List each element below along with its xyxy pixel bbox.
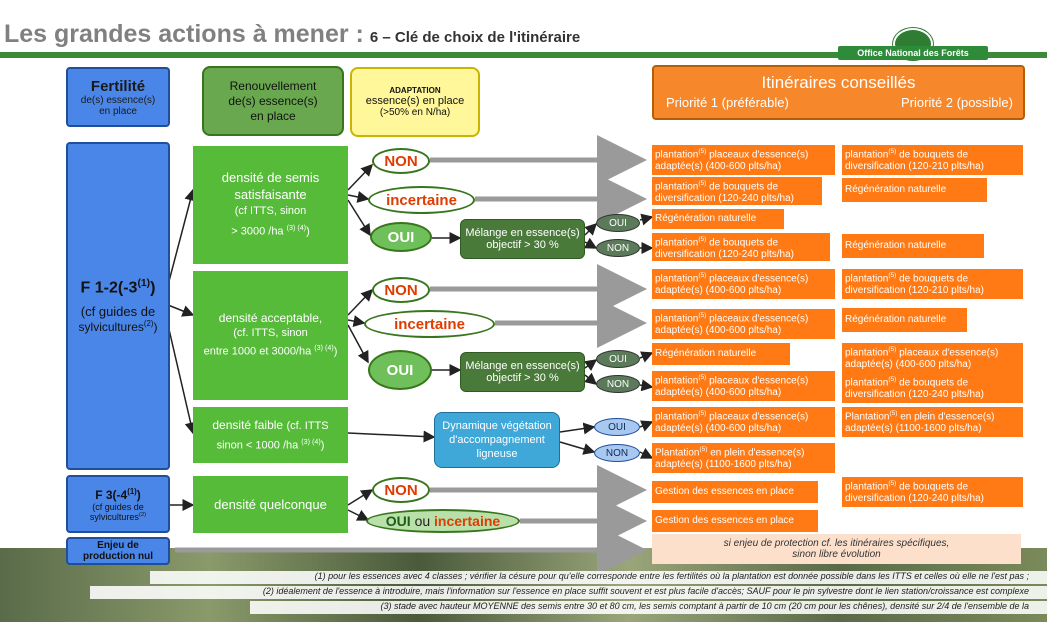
mini-oui-1: OUI [596, 214, 640, 232]
outcome-p1-row11: Gestion des essences en place [652, 481, 818, 503]
mini-non-1: NON [596, 239, 640, 257]
dynamique-vegetation-box: Dynamique végétation d'accompagnement li… [434, 412, 560, 468]
renouvellement-header: Renouvellement de(s) essence(s) en place [202, 66, 344, 136]
onf-logo: Office National des Forêts [838, 28, 988, 60]
black-connectors [167, 163, 654, 521]
outcome-p2-row3: Régénération naturelle [842, 234, 984, 258]
enjeu-production-nul-box: Enjeu de production nul [66, 537, 170, 565]
itineraires-header: Itinéraires conseillés Priorité 1 (préfé… [652, 65, 1025, 120]
page-title: Les grandes actions à mener :6 – Clé de … [4, 20, 581, 48]
oval-non-3: NON [372, 477, 430, 503]
adaptation-header: ADAPTATION essence(s) en place (>50% en … [350, 67, 480, 137]
outcome-p2-row5: Régénération naturelle [842, 308, 967, 332]
outcome-p2-row4: plantation(5) de bouquets de diversifica… [842, 269, 1023, 299]
density-faible-box: densité faible (cf. ITTS sinon < 1000 /h… [193, 407, 348, 463]
oval-incertaine: incertaine [368, 186, 475, 214]
outcome-p1-row1: plantation(5) placeaux d'essence(s) adap… [652, 145, 835, 175]
density-satisfaisante-box: densité de semis satisfaisante (cf ITTS,… [193, 146, 348, 264]
outcome-p1-row6: plantation(5) placeaux d'essence(s) adap… [652, 309, 835, 339]
mini-oui-2: OUI [596, 350, 640, 368]
mini-non-3: NON [594, 444, 640, 462]
mini-non-2: NON [596, 375, 640, 393]
priority-2-label: Priorité 2 (possible) [901, 95, 1013, 110]
fertility-f3-box: F 3(-4(1)) (cf guides de sylvicultures(2… [66, 475, 170, 533]
oval-oui-2: OUI [368, 350, 432, 390]
outcome-p2-row7: plantation(5) de bouquets de diversifica… [842, 373, 1023, 403]
outcome-enjeu-nul: si enjeu de protection cf. les itinérair… [652, 534, 1021, 564]
grey-arrows [175, 135, 647, 575]
fertility-f1-box: F 1-2(-3(1)) (cf guides de sylvicultures… [66, 142, 170, 470]
melange-box-2: Mélange en essence(s) objectif > 30 % [460, 352, 585, 392]
outcome-p1-row2: plantation(5) de bouquets de diversifica… [652, 177, 822, 205]
footnote-1: (1) pour les essences avec 4 classes ; v… [150, 571, 1047, 584]
outcome-p2-row9: plantation(5) de bouquets de diversifica… [842, 477, 1023, 507]
priority-1-label: Priorité 1 (préférable) [666, 95, 789, 110]
outcome-p2-row6: plantation(5) placeaux d'essence(s) adap… [842, 343, 1023, 373]
density-acceptable-box: densité acceptable, (cf. ITTS, sinon ent… [193, 271, 348, 400]
outcome-p1-row4: plantation(5) de bouquets de diversifica… [652, 233, 830, 261]
oval-non-2: NON [372, 277, 430, 303]
page-subtitle: 6 – Clé de choix de l'itinéraire [369, 29, 581, 46]
footnote-3: (3) stade avec hauteur MOYENNE des semis… [250, 601, 1047, 614]
outcome-p1-row10: Plantation(5) en plein d'essence(s) adap… [652, 443, 835, 473]
fertilite-header: Fertilité de(s) essence(s) en place [66, 67, 170, 127]
mini-oui-3: OUI [594, 418, 640, 436]
footnote-2: (2) idéalement de l'essence à introduire… [90, 586, 1047, 599]
oval-incertaine-2: incertaine [364, 310, 495, 338]
melange-box-1: Mélange en essence(s) objectif > 30 % [460, 219, 585, 259]
outcome-p1-row8: plantation(5) placeaux d'essence(s) adap… [652, 371, 835, 401]
oval-oui: OUI [370, 222, 432, 252]
density-quelconque-box: densité quelconque [193, 476, 348, 533]
outcome-p2-row1: plantation(5) de bouquets de diversifica… [842, 145, 1023, 175]
outcome-p2-row2: Régénération naturelle [842, 178, 987, 202]
outcome-p1-row7: Régénération naturelle [652, 343, 790, 365]
outcome-p1-row5: plantation(5) placeaux d'essence(s) adap… [652, 269, 835, 299]
outcome-p1-row9: plantation(5) placeaux d'essence(s) adap… [652, 407, 835, 437]
title-underline [0, 52, 1047, 58]
outcome-p1-row12: Gestion des essences en place [652, 510, 818, 532]
oval-non: NON [372, 148, 430, 174]
outcome-p2-row8: Plantation(5) en plein d'essence(s) adap… [842, 407, 1023, 437]
oval-oui-ou-incertaine: OUI ou incertaine [366, 509, 520, 533]
outcome-p1-row3: Régénération naturelle [652, 209, 784, 229]
